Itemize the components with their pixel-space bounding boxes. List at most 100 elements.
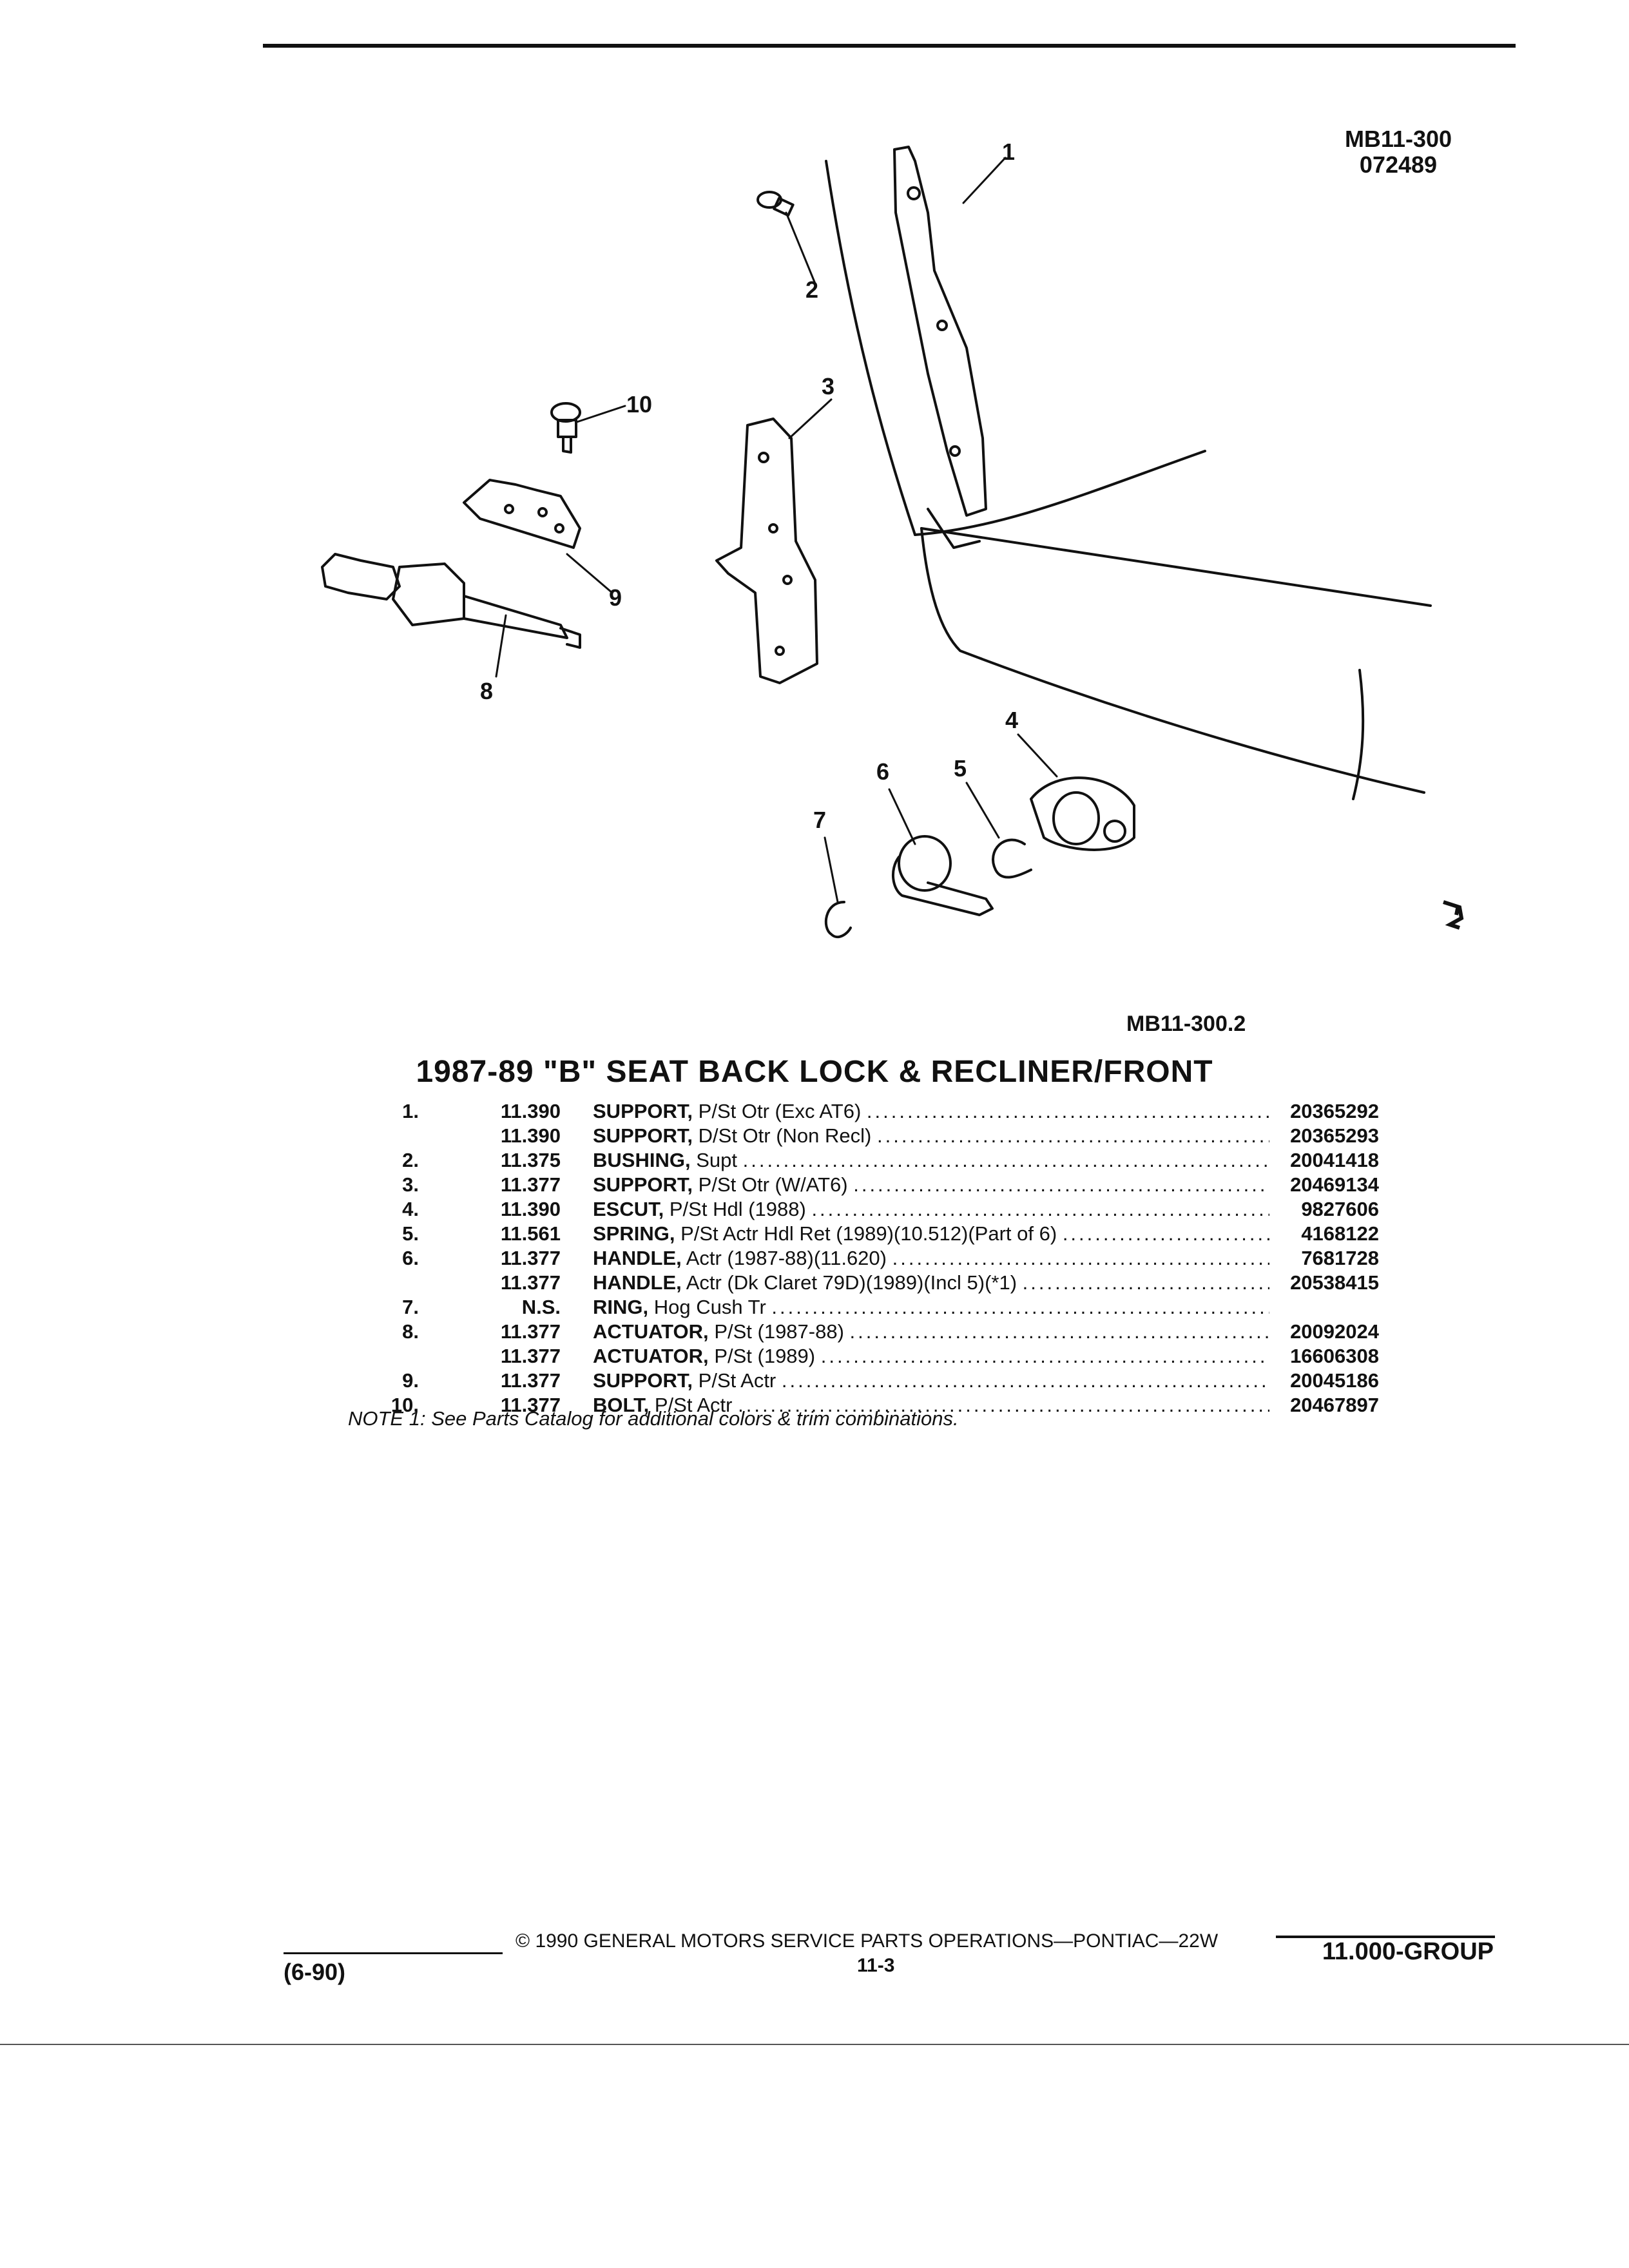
table-row: 3. 11.377 SUPPORT, P/St Otr (W/AT6) ....… — [348, 1173, 1379, 1197]
callout-6: 6 — [876, 758, 889, 785]
part-9-support — [463, 479, 581, 549]
table-row: 11.377 ACTUATOR, P/St (1989) ...........… — [348, 1344, 1379, 1369]
table-row: 9. 11.377 SUPPORT, P/St Actr ...........… — [348, 1369, 1379, 1393]
table-row: 10. 11.377 BOLT, P/St Actr .............… — [348, 1393, 1379, 1418]
seat-cushion-side — [1352, 669, 1365, 800]
table-row: 7. N.S. RING, Hog Cush Tr ..............… — [348, 1295, 1379, 1320]
part-3-support — [715, 418, 818, 684]
part-name: BUSHING, — [593, 1149, 691, 1171]
part-name: BOLT, — [593, 1394, 650, 1416]
table-row: 4. 11.390 ESCUT, P/St Hdl (1988) .......… — [348, 1197, 1379, 1222]
part-detail: P/St (1987-88) — [714, 1320, 844, 1343]
parts-list: 1. 11.390 SUPPORT, P/St Otr (Exc AT6) ..… — [348, 1099, 1379, 1418]
item-number: 8. — [402, 1320, 419, 1343]
group-number: 11.561 — [500, 1222, 561, 1245]
part-description: ESCUT, P/St Hdl (1988) .................… — [593, 1198, 1269, 1220]
part-name: SUPPORT, — [593, 1100, 693, 1122]
part-name: ACTUATOR, — [593, 1320, 709, 1343]
diagram-code-line1: MB11-300 — [1344, 126, 1452, 152]
part-2-bushing — [757, 191, 795, 217]
callout-2: 2 — [805, 276, 818, 303]
seat-cushion-front — [920, 527, 1425, 794]
table-row: 8. 11.377 ACTUATOR, P/St (1987-88) .....… — [348, 1320, 1379, 1344]
exploded-parts-diagram: 1 2 3 10 9 8 4 5 6 7 — [321, 139, 1464, 939]
revision-date: (6-90) — [284, 1959, 346, 1985]
table-row: 5. 11.561 SPRING, P/St Actr Hdl Ret (198… — [348, 1222, 1379, 1246]
part-detail: Actr (1987-88)(11.620) — [686, 1247, 887, 1269]
part-description: SPRING, P/St Actr Hdl Ret (1989)(10.512)… — [593, 1222, 1269, 1245]
callout-1: 1 — [1002, 139, 1015, 165]
part-detail: P/St (1989) — [714, 1345, 816, 1367]
part-description: BUSHING, Supt ..........................… — [593, 1149, 1269, 1171]
part-description: SUPPORT, D/St Otr (Non Recl) ...........… — [593, 1124, 1269, 1147]
group-number: 11.377 — [500, 1320, 561, 1343]
part-number: 20041418 — [1290, 1149, 1379, 1171]
group-number: N.S. — [521, 1296, 561, 1318]
part-description: SUPPORT, P/St Otr (Exc AT6) ............… — [593, 1100, 1269, 1122]
item-number: 9. — [402, 1369, 419, 1392]
group-number: 11.377 — [500, 1247, 561, 1269]
item-number: 3. — [402, 1173, 419, 1196]
group-number: 11.390 — [500, 1198, 561, 1220]
part-7-ring — [824, 901, 852, 939]
part-description: SUPPORT, P/St Actr .....................… — [593, 1369, 1269, 1392]
diagram-code-line2: 072489 — [1359, 151, 1438, 178]
part-number: 20365293 — [1290, 1124, 1379, 1147]
part-name: ESCUT, — [593, 1198, 664, 1220]
part-name: RING, — [593, 1296, 649, 1318]
figure-reference: MB11-300.2 — [1126, 1012, 1246, 1036]
table-row: 11.377 HANDLE, Actr (Dk Claret 79D)(1989… — [348, 1271, 1379, 1295]
footnote: NOTE 1: See Parts Catalog for additional… — [348, 1407, 959, 1430]
item-number: 7. — [402, 1296, 419, 1318]
part-description: SUPPORT, P/St Otr (W/AT6) ..............… — [593, 1173, 1269, 1196]
part-number: 7681728 — [1301, 1247, 1379, 1269]
part-description: ACTUATOR, P/St (1989) ..................… — [593, 1345, 1269, 1367]
item-number: 5. — [402, 1222, 419, 1245]
seat-back-outline — [825, 160, 916, 536]
leader-lines — [495, 157, 1058, 903]
seat-back-cushion — [914, 450, 1206, 536]
diagram-code: MB11-300 072489 — [1321, 126, 1476, 177]
part-detail: P/St Actr — [654, 1394, 733, 1416]
bottom-rule — [0, 2044, 1629, 2045]
part-detail: Hog Cush Tr — [653, 1296, 766, 1318]
group-number: 11.377 — [500, 1394, 561, 1416]
item-number: 1. — [402, 1100, 419, 1122]
callout-8: 8 — [480, 678, 493, 704]
callout-7: 7 — [813, 807, 826, 833]
footer-rule-left — [284, 1952, 503, 1954]
group-number: 11.377 — [500, 1271, 561, 1294]
item-number: 4. — [402, 1198, 419, 1220]
part-name: SUPPORT, — [593, 1369, 693, 1392]
part-5-spring — [992, 838, 1032, 879]
callout-10: 10 — [626, 391, 652, 418]
part-number: 20538415 — [1290, 1271, 1379, 1294]
part-10-bolt — [550, 402, 581, 454]
part-name: HANDLE, — [593, 1271, 682, 1294]
table-row: 6. 11.377 HANDLE, Actr (1987-88)(11.620)… — [348, 1246, 1379, 1271]
mark-glyph — [1443, 900, 1464, 930]
part-name: HANDLE, — [593, 1247, 682, 1269]
seat-cushion-top — [920, 527, 1432, 607]
part-description: HANDLE, Actr (Dk Claret 79D)(1989)(Incl … — [593, 1271, 1269, 1294]
part-8-actuator — [321, 553, 581, 649]
part-number: 20045186 — [1290, 1369, 1379, 1392]
part-description: ACTUATOR, P/St (1987-88) ...............… — [593, 1320, 1269, 1343]
group-number: 11.390 — [500, 1124, 561, 1147]
part-detail: P/St Hdl (1988) — [669, 1198, 806, 1220]
item-number: 10. — [390, 1394, 419, 1416]
part-detail: P/St Actr Hdl Ret (1989)(10.512)(Part of… — [680, 1222, 1057, 1245]
group-number: 11.377 — [500, 1173, 561, 1196]
part-name: ACTUATOR, — [593, 1345, 709, 1367]
callout-4: 4 — [1005, 707, 1018, 733]
part-number: 16606308 — [1290, 1345, 1379, 1367]
part-detail: Supt — [696, 1149, 737, 1171]
part-detail: Actr (Dk Claret 79D)(1989)(Incl 5)(*1) — [686, 1271, 1017, 1294]
part-4-escutcheon — [1030, 776, 1135, 851]
item-number: 2. — [402, 1149, 419, 1171]
part-description: HANDLE, Actr (1987-88)(11.620) .........… — [593, 1247, 1269, 1269]
table-row: 11.390 SUPPORT, D/St Otr (Non Recl) ....… — [348, 1124, 1379, 1148]
part-1-support — [893, 146, 987, 549]
callout-5: 5 — [954, 755, 967, 782]
footer-rule-right — [1276, 1936, 1495, 1938]
